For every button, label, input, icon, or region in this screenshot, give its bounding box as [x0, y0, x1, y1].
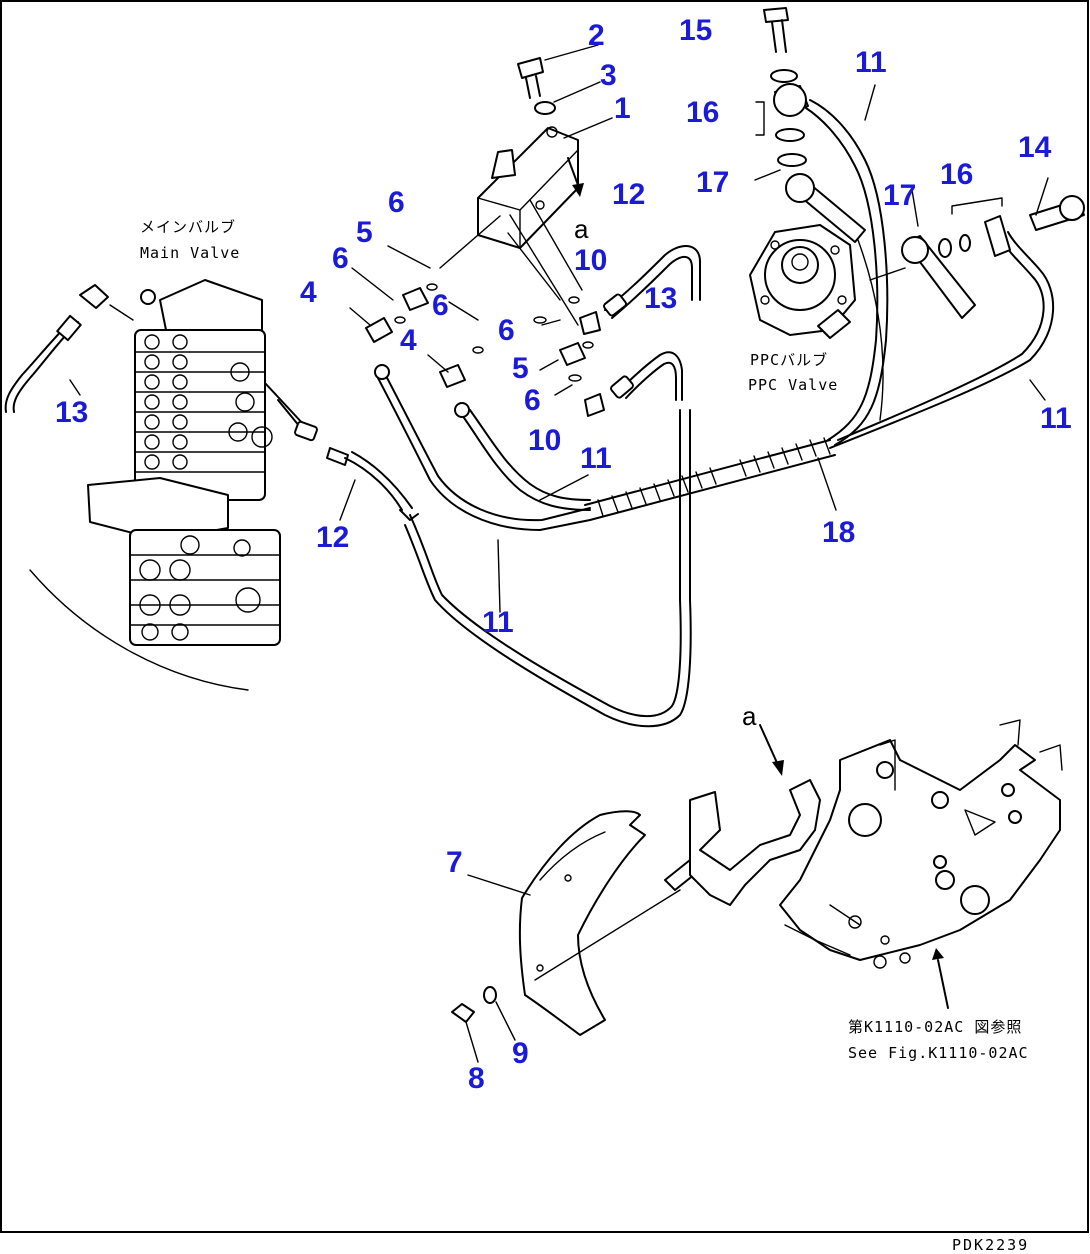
- see-fig-en-label: See Fig.K1110-02AC: [848, 1044, 1029, 1062]
- callout-13b: 13: [55, 396, 88, 429]
- main-valve-jp-label: メインバルブ: [140, 218, 236, 236]
- bolt-8: [451, 1003, 475, 1023]
- callout-11d: 11: [482, 606, 514, 639]
- ppc-valve-drawing: [749, 224, 856, 339]
- drawing-code: PDK2239: [952, 1236, 1029, 1254]
- bolt-2: [517, 57, 544, 79]
- ppc-valve-en-label: PPC Valve: [748, 376, 838, 394]
- callout-6a: 6: [388, 186, 405, 219]
- callout-10b: 10: [528, 424, 561, 457]
- main-valve-en-label: Main Valve: [140, 244, 240, 262]
- callout-3: 3: [600, 59, 617, 92]
- callout-9: 9: [512, 1037, 529, 1070]
- hose-13-left: [4, 321, 71, 413]
- callout-10a: 10: [574, 244, 607, 277]
- callout-6b: 6: [332, 242, 349, 275]
- callout-12b: 12: [316, 521, 349, 554]
- washer-9: [483, 986, 497, 1004]
- callout-6d: 6: [498, 314, 515, 347]
- callout-16b: 16: [940, 158, 973, 191]
- callout-4b: 4: [400, 324, 417, 357]
- callout-13a: 13: [644, 282, 677, 315]
- callout-4a: 4: [300, 276, 317, 309]
- main-valve-drawing: [79, 279, 349, 646]
- callout-15: 15: [679, 14, 712, 47]
- callout-7: 7: [446, 846, 463, 879]
- callout-11a: 11: [855, 46, 887, 79]
- callout-6c: 6: [432, 289, 449, 322]
- callout-17b: 17: [883, 179, 916, 212]
- callout-12a: 12: [612, 178, 645, 211]
- callout-6e: 6: [524, 384, 541, 417]
- callout-11c: 11: [580, 442, 612, 475]
- cover-bracket-drawing: [518, 719, 1063, 1036]
- callout-1: 1: [614, 92, 631, 125]
- callout-5a: 5: [356, 216, 373, 249]
- callout-16a: 16: [686, 96, 719, 129]
- see-fig-jp-label: 第K1110-02AC 図参照: [848, 1018, 1022, 1036]
- callout-18: 18: [822, 516, 855, 549]
- callout-14: 14: [1018, 131, 1052, 164]
- callout-8: 8: [468, 1062, 485, 1095]
- spiral-guard: [584, 437, 836, 521]
- hose-12-left: [344, 457, 403, 511]
- ppc-valve-jp-label: PPCバルブ: [750, 351, 828, 369]
- callout-5b: 5: [512, 352, 529, 385]
- callout-17a: 17: [696, 166, 729, 199]
- callout-11b: 11: [1040, 402, 1072, 435]
- washer-3: [534, 101, 556, 115]
- callout-2: 2: [588, 19, 605, 52]
- view-a-top: a: [574, 214, 589, 244]
- view-a-bottom: a: [742, 701, 757, 731]
- solenoid-valve-drawing: [477, 117, 613, 326]
